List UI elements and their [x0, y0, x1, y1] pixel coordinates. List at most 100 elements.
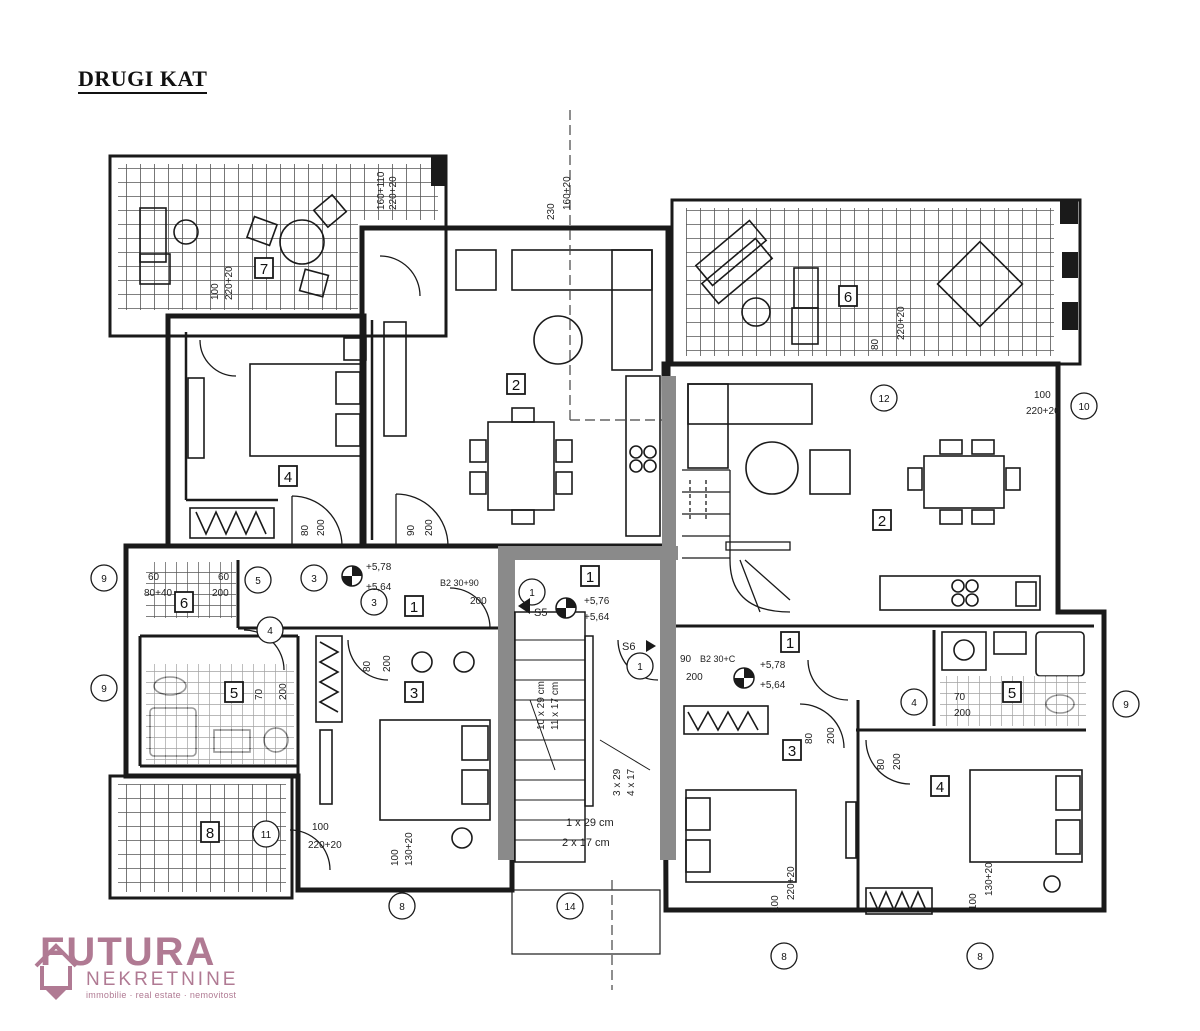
marker-c5: 5 — [244, 566, 272, 594]
marker-number: 3 — [371, 598, 377, 609]
room-label-r1a: 1 — [404, 595, 424, 617]
dim-l-16020: 160+20 — [562, 176, 573, 210]
marker-number: 10 — [1078, 402, 1090, 413]
level-markers — [341, 565, 755, 689]
room-number: 1 — [786, 635, 794, 652]
room-label-r1c: 1 — [780, 631, 800, 653]
dim-l-22020-8: 220+20 — [308, 840, 342, 851]
marker-c1b: 1 — [626, 652, 654, 680]
dim-l-100-3b: 100 — [770, 895, 781, 912]
dim-l-200-b2: 200 — [470, 596, 487, 607]
room-number: 1 — [410, 599, 418, 616]
room-label-r3a: 3 — [404, 681, 424, 703]
room-label-r5b: 5 — [1002, 681, 1022, 703]
marker-number: 8 — [399, 902, 405, 913]
dim-l-90-s6: 90 — [680, 654, 692, 665]
dim-l-100-10: 100 — [1034, 390, 1051, 401]
marker-c4a: 4 — [256, 616, 284, 644]
room-label-r7: 7 — [254, 257, 274, 279]
dim-l-70-5b: 70 — [954, 692, 966, 703]
logo-brand: FUTURA — [40, 930, 217, 974]
room-label-r4b: 4 — [930, 775, 950, 797]
dim-lvl-564c: +5,64 — [760, 680, 786, 691]
dim-l-13020-4: 130+20 — [984, 862, 995, 896]
dim-l-13020-3: 130+20 — [404, 832, 415, 866]
room-label-r3b: 3 — [782, 739, 802, 761]
room-number: 3 — [788, 743, 796, 760]
dim-stair1: 10 x 29 cm — [536, 681, 547, 730]
dim-l-160110: 160+110 — [376, 171, 387, 210]
section-line — [569, 110, 662, 421]
marker-c1a: 1 — [518, 578, 546, 606]
dim-l-100-3: 100 — [390, 849, 401, 866]
dim-s6: S6 — [622, 641, 635, 653]
dim-l-60a: 60 — [148, 572, 160, 583]
marker-c3b: 3 — [360, 588, 388, 616]
dim-l-b2c: B2 30+C — [700, 654, 736, 664]
dim-l-200-5: 200 — [278, 683, 289, 700]
dim-l-100-8: 100 — [312, 822, 329, 833]
marker-number: 1 — [529, 588, 535, 599]
dim-l-200-2: 200 — [424, 519, 435, 536]
dim-l-200-5b: 200 — [954, 708, 971, 719]
room-label-r6a: 6 — [838, 285, 858, 307]
room-number: 1 — [586, 569, 594, 586]
dim-stair3: 3 x 29 — [612, 768, 623, 796]
dim-lvl-576: +5,76 — [584, 596, 610, 607]
marker-c4b: 4 — [900, 688, 928, 716]
brand-logo: FUTURA NEKRETNINE immobilie · real estat… — [30, 930, 260, 1010]
dim-l-80-3b: 80 — [804, 732, 815, 744]
room-number: 2 — [512, 377, 520, 394]
marker-c11: 11 — [252, 820, 280, 848]
dim-l-60b: 60 — [218, 572, 230, 583]
dim-stair6: 2 x 17 cm — [562, 837, 610, 849]
room-number: 2 — [878, 513, 886, 530]
room-number: 5 — [230, 685, 238, 702]
terrace-7 — [108, 154, 448, 338]
marker-number: 4 — [911, 698, 917, 709]
door-swings — [199, 255, 911, 871]
marker-number: 9 — [101, 684, 107, 695]
marker-number: 12 — [878, 394, 890, 405]
room-number: 6 — [180, 595, 188, 612]
dim-stair4: 4 x 17 — [626, 768, 637, 796]
dim-lvl-578a: +5,78 — [366, 562, 392, 573]
stair-core — [498, 376, 678, 863]
marker-c8a: 8 — [388, 892, 416, 920]
dim-l-22020-7: 220+20 — [224, 266, 235, 300]
dim-l-b2: B2 30+90 — [440, 578, 479, 588]
dim-l-200-3b: 200 — [826, 727, 837, 744]
marker-c9a: 9 — [90, 564, 118, 592]
house-logo-icon — [34, 943, 78, 1000]
room-label-r4a: 4 — [278, 465, 298, 487]
dim-l-80-6: 80 — [870, 338, 881, 350]
dim-l-80-4: 80 — [300, 524, 311, 536]
logo-tagline: immobilie · real estate · nemovitost — [86, 990, 237, 1000]
marker-c9c: 9 — [1112, 690, 1140, 718]
marker-c3a: 3 — [300, 564, 328, 592]
dim-stair5: 1 x 29 cm — [566, 817, 614, 829]
dim-lvl-564b: +5,64 — [584, 612, 610, 623]
dim-l-70-5: 70 — [254, 688, 265, 700]
room-label-r1b: 1 — [580, 565, 600, 587]
dim-l-200-s6: 200 — [686, 672, 703, 683]
dim-l-80-4b: 80 — [876, 758, 887, 770]
dim-l-100-7: 100 — [210, 283, 221, 300]
dim-s5: S5 — [534, 607, 547, 619]
dim-stair2: 11 x 17 cm — [550, 682, 561, 730]
marker-c9b: 9 — [90, 674, 118, 702]
dim-l-8040: 80+40 — [144, 588, 173, 599]
room-number: 7 — [260, 261, 268, 278]
dim-l-80-3: 80 — [362, 660, 373, 672]
room-number: 4 — [284, 469, 292, 486]
logo-sub: NEKRETNINE — [86, 969, 239, 990]
furniture — [139, 193, 1085, 955]
marker-number: 9 — [101, 574, 107, 585]
room-number: 6 — [844, 289, 852, 306]
dim-l-230: 230 — [546, 203, 557, 220]
dim-l-22020-6: 220+20 — [896, 306, 907, 340]
dim-l-200-3: 200 — [382, 655, 393, 672]
